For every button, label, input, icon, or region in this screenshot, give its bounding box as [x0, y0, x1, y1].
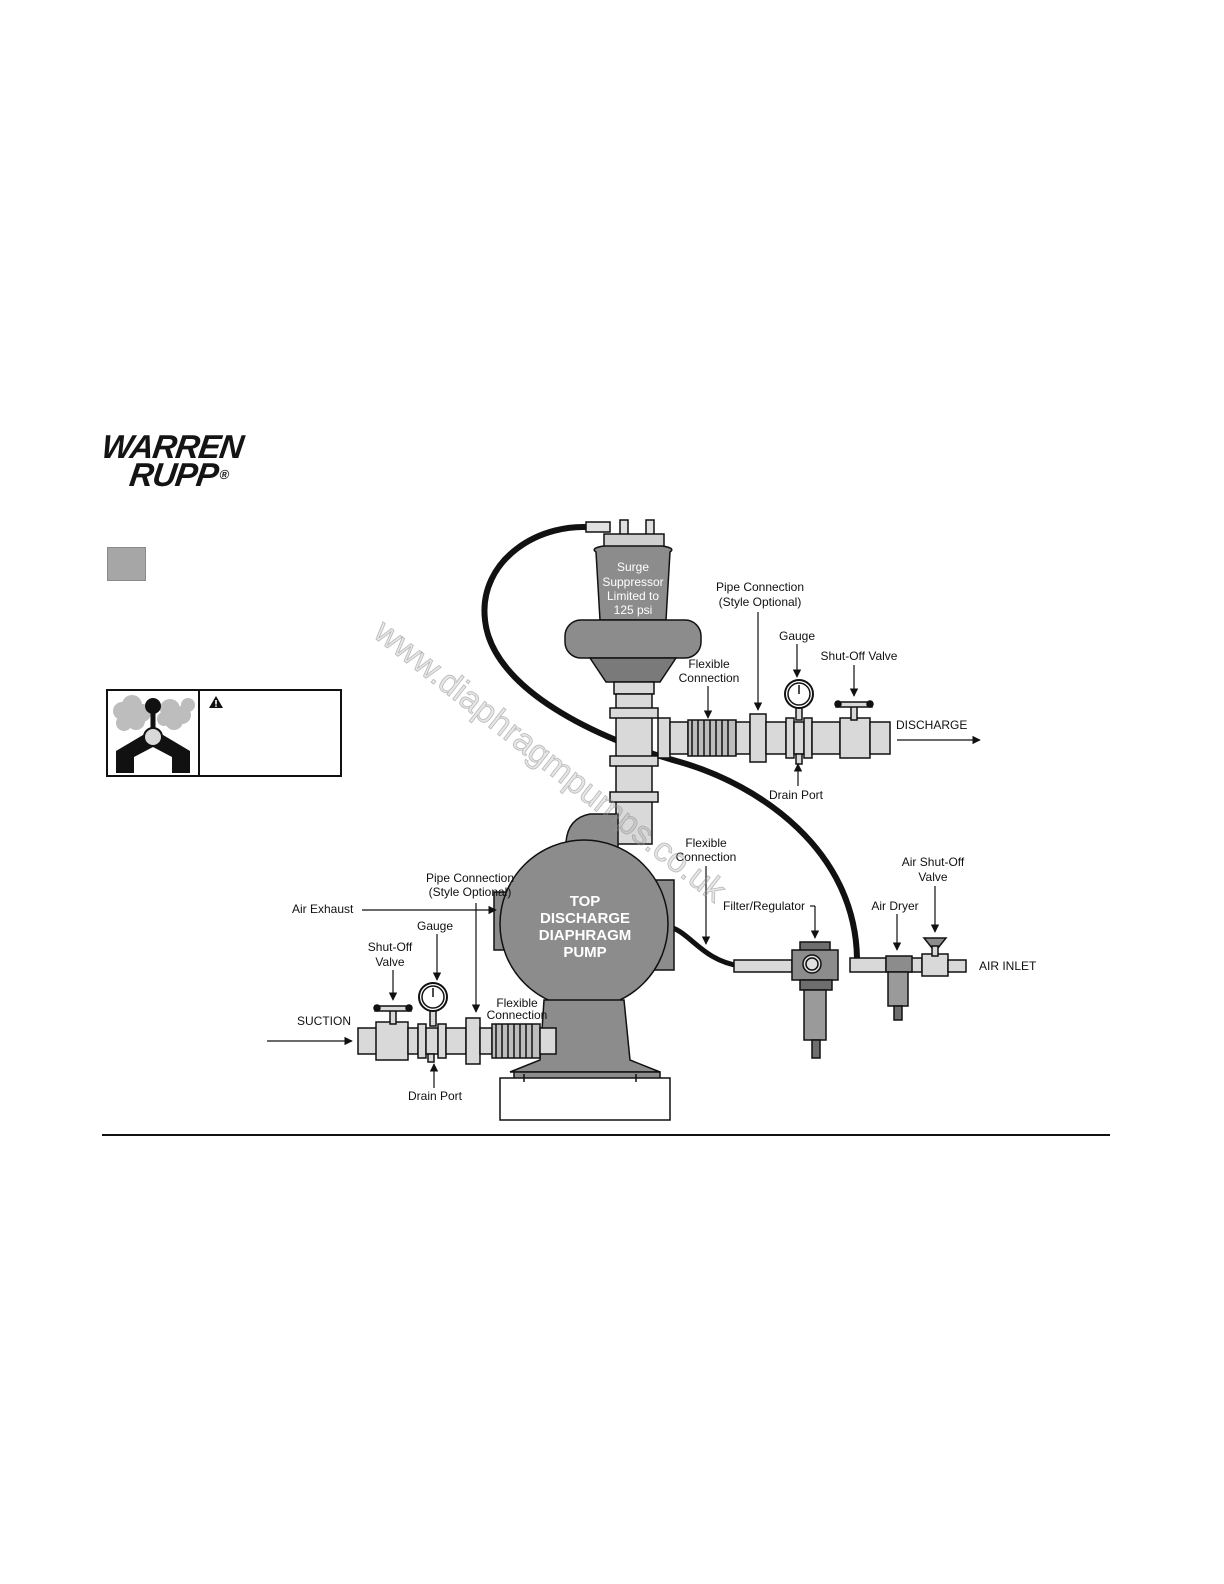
filter-regulator-icon	[791, 941, 839, 1059]
horizontal-rule	[102, 1134, 1110, 1136]
surge-label-4: 125 psi	[614, 603, 653, 617]
air-inlet-line	[733, 953, 967, 977]
drain-bottom-label: Drain Port	[408, 1089, 463, 1103]
pipe-connection-bottom-label-1: Pipe Connection	[426, 871, 514, 885]
pump-label-3: DIAPHRAGM	[539, 927, 632, 944]
flexible-bottom-label-2: Connection	[487, 1008, 548, 1022]
air-dryer-label: Air Dryer	[871, 899, 918, 913]
shutoff-top-label: Shut-Off Valve	[821, 649, 898, 663]
surge-label-3: Limited to	[607, 589, 659, 603]
discharge-line	[657, 713, 891, 765]
flexible-top-label-2: Connection	[679, 671, 740, 685]
flexible-mid-label-2: Connection	[676, 850, 737, 864]
gauge-top-icon	[784, 679, 814, 721]
inhalation-hazard-icon	[108, 691, 200, 775]
pipe-connection-top-label-1: Pipe Connection	[716, 580, 804, 594]
surge-suppressor	[564, 519, 702, 695]
shutoff-valve-bottom-icon	[373, 1004, 413, 1025]
flexible-mid-label-1: Flexible	[685, 836, 727, 850]
gauge-bottom-label: Gauge	[417, 919, 453, 933]
suction-label: SUCTION	[297, 1014, 351, 1028]
air-exhaust-label: Air Exhaust	[292, 902, 354, 916]
filter-regulator-label: Filter/Regulator	[723, 899, 805, 913]
surge-label-1: Surge	[617, 560, 649, 574]
gauge-top-label: Gauge	[779, 629, 815, 643]
pump-label-4: PUMP	[563, 944, 606, 961]
air-shutoff-label-1: Air Shut-Off	[902, 855, 965, 869]
shutoff-valve-top-icon	[834, 700, 874, 721]
pipe-connection-top-label-2: (Style Optional)	[719, 595, 802, 609]
air-shutoff-valve-icon	[922, 937, 948, 957]
air-hose	[481, 524, 860, 959]
shutoff-bottom-label-1: Shut-Off	[368, 940, 413, 954]
section-marker-box	[107, 547, 146, 581]
pump-label-1: TOP	[570, 893, 601, 910]
air-hose-pump-feed	[665, 923, 741, 969]
shutoff-bottom-label-2: Valve	[375, 955, 404, 969]
surge-label-2: Suppressor	[602, 575, 663, 589]
suction-line	[357, 1017, 557, 1065]
pipe-connection-bottom-label-2: (Style Optional)	[429, 885, 512, 899]
drain-top-label: Drain Port	[769, 788, 824, 802]
air-inlet-label: AIR INLET	[979, 959, 1037, 973]
gauge-bottom-icon	[418, 982, 448, 1027]
flexible-bottom-label-1: Flexible	[496, 996, 538, 1010]
pump-label-2: DISCHARGE	[540, 910, 630, 927]
warning-box	[106, 689, 342, 777]
discharge-riser	[609, 693, 659, 845]
discharge-label: DISCHARGE	[896, 718, 967, 732]
air-dryer-icon	[885, 955, 913, 1021]
flexible-top-label-1: Flexible	[688, 657, 730, 671]
warning-triangle-icon	[209, 696, 223, 708]
air-shutoff-label-2: Valve	[918, 870, 947, 884]
